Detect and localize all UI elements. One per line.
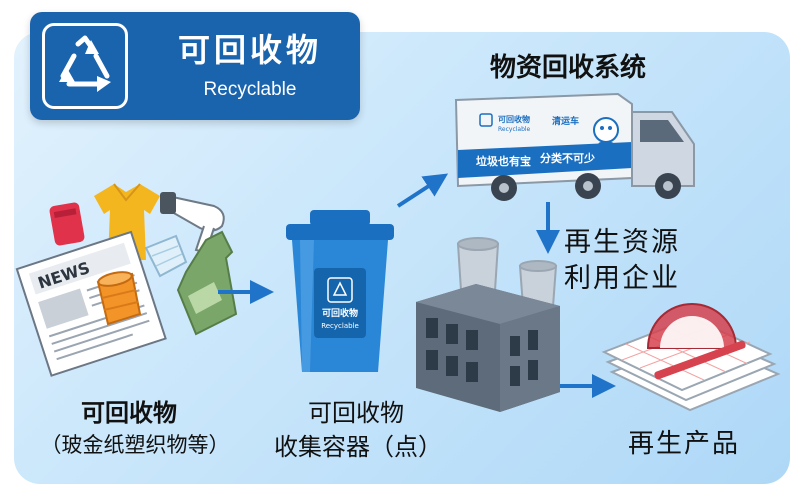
category-title: 可回收物 — [177, 31, 322, 69]
source-detail: （玻金纸塑织物等） — [40, 433, 230, 457]
truck-vehicle-label: 清运车 — [552, 115, 579, 127]
mascot-icon — [593, 117, 619, 154]
recyclable-items-illustration: NEWS — [15, 183, 238, 377]
enterprise-title-line1: 再生资源 — [564, 227, 680, 258]
bin-label-en: Recyclable — [321, 322, 359, 330]
truck-brand-en: Recyclable — [498, 126, 531, 133]
wallet-icon — [49, 202, 85, 246]
bin-recycle-icon — [332, 281, 348, 296]
recycle-bin-illustration: 可回收物 Recyclable — [286, 210, 394, 372]
recycle-icon — [59, 35, 111, 92]
bin-title-line1: 可回收物 — [308, 399, 404, 427]
factory-illustration — [416, 237, 560, 412]
enterprise-title-line2: 利用企业 — [564, 263, 680, 294]
recycled-products-illustration — [601, 303, 781, 412]
bin-label-cn: 可回收物 — [322, 307, 358, 319]
glass-bottle-icon — [176, 230, 238, 336]
category-badge: 可回收物 Recyclable — [30, 12, 360, 120]
truck-brand-cn: 可回收物 — [498, 114, 530, 124]
product-title: 再生产品 — [627, 429, 740, 459]
source-title: 可回收物 — [81, 399, 177, 427]
plastic-bottle-icon — [144, 234, 188, 278]
collection-system-title: 物资回收系统 — [489, 53, 646, 83]
recycling-truck-illustration: 可回收物 Recyclable 清运车 垃圾也有宝 分类不可少 — [454, 92, 695, 201]
truck-slogan-right: 分类不可少 — [540, 151, 595, 165]
arrow-to-truck — [396, 173, 449, 208]
bin-title-line2: 收集容器（点） — [274, 433, 442, 461]
newspaper-icon: NEWS — [15, 230, 167, 377]
recycle-icon-frame — [42, 23, 128, 109]
metal-can-icon — [96, 271, 142, 326]
truck-slogan-left: 垃圾也有宝 — [476, 154, 531, 168]
pencil-icon — [654, 340, 746, 380]
category-subtitle: Recyclable — [203, 79, 297, 100]
